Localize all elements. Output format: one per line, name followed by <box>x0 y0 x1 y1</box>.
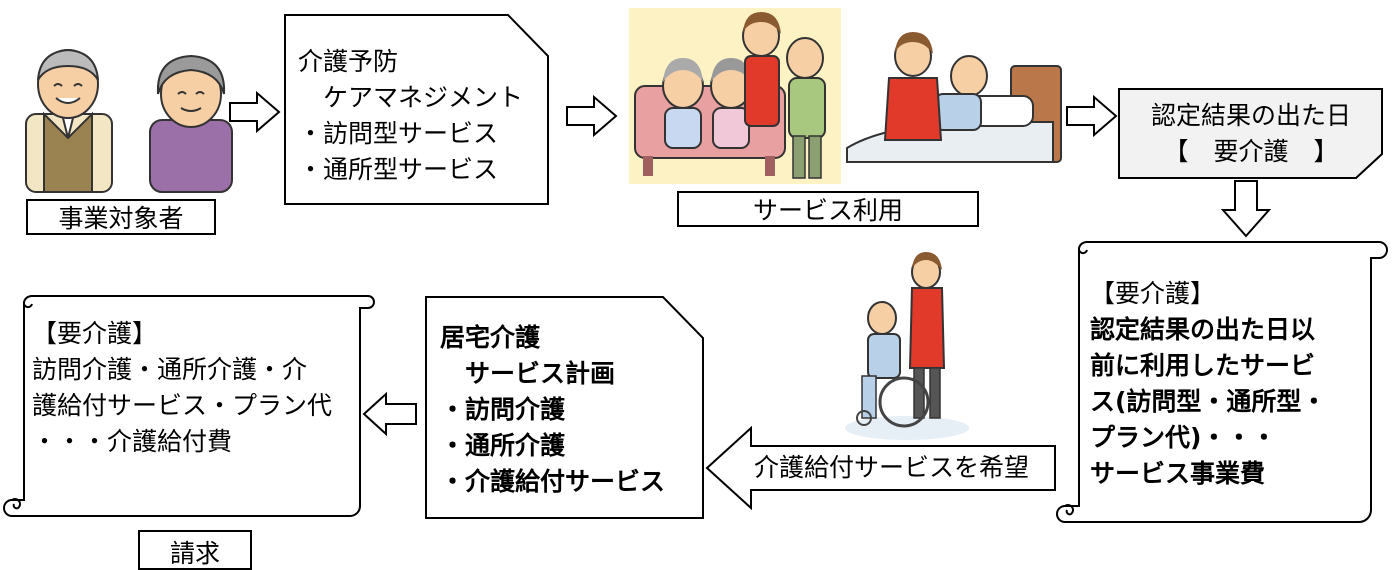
prior-services-heading: 【要介護】 <box>1090 279 1216 308</box>
wheelchair-care-illustration <box>845 252 969 440</box>
prior-services-line-1: 認定結果の出た日以 <box>1090 315 1316 344</box>
billing-label: 請求 <box>138 530 252 570</box>
request-arrow-label: 介護給付サービスを希望 <box>754 453 1030 482</box>
arrow-down <box>1220 180 1272 238</box>
care-plan-line-3: ・訪問介護 <box>440 395 566 424</box>
prior-services-line-5: サービス事業費 <box>1090 459 1266 488</box>
certification-box-shape <box>1118 88 1383 179</box>
prior-services-line-2: 前に利用したサービ <box>1090 351 1316 380</box>
group-care-illustration <box>629 8 841 184</box>
prevention-line-2: ケアマネジメント <box>298 83 524 112</box>
elderly-couple-illustration <box>25 48 233 193</box>
prevention-box-shape <box>284 14 549 205</box>
prevention-line-4: ・通所型サービス <box>298 155 499 184</box>
benefit-line-1: 訪問介護・通所介護・介 <box>32 355 308 384</box>
prevention-box-text: 介護予防 ケアマネジメント ・訪問型サービス ・通所型サービス <box>298 44 523 188</box>
arrow-right-3 <box>1066 94 1118 138</box>
bedside-care-illustration <box>846 32 1062 163</box>
service-use-label: サービス利用 <box>677 191 979 227</box>
benefit-scroll-shape <box>3 295 375 517</box>
certification-box-text: 認定結果の出た日 【 要介護 】 <box>1118 98 1384 170</box>
benefit-scroll-text: 【要介護】 訪問介護・通所介護・介 護給付サービス・プラン代 ・・・介護給付費 <box>32 316 332 460</box>
care-plan-line-4: ・通所介護 <box>440 431 566 460</box>
elderly-woman-figure <box>149 54 233 193</box>
certification-line-1: 認定結果の出た日 <box>1150 101 1351 130</box>
certification-line-2: 【 要介護 】 <box>1163 137 1339 166</box>
benefit-heading: 【要介護】 <box>32 319 158 348</box>
prior-services-line-4: プラン代)・・・ <box>1090 423 1277 452</box>
benefit-line-2: 護給付サービス・プラン代 <box>32 391 333 420</box>
care-plan-line-1: 居宅介護 <box>440 323 541 352</box>
benefit-line-3: ・・・介護給付費 <box>32 427 233 456</box>
target-person-label-text: 事業対象者 <box>58 204 184 233</box>
care-plan-box-shape <box>425 296 704 519</box>
prior-services-scroll-text: 【要介護】 認定結果の出た日以 前に利用したサービ ス(訪問型・通所型・ プラン… <box>1090 276 1326 492</box>
arrow-right-2 <box>566 94 618 138</box>
prior-services-line-3: ス(訪問型・通所型・ <box>1090 387 1327 416</box>
target-person-label: 事業対象者 <box>26 199 216 235</box>
billing-label-text: 請求 <box>169 539 220 568</box>
prevention-line-1: 介護予防 <box>298 47 399 76</box>
elderly-man-figure <box>25 48 113 193</box>
prevention-line-3: ・訪問型サービス <box>298 119 499 148</box>
care-plan-line-2: サービス計画 <box>440 359 616 388</box>
care-plan-line-5: ・介護給付サービス <box>440 467 666 496</box>
prior-services-scroll-shape <box>1056 241 1388 523</box>
care-plan-box-text: 居宅介護 サービス計画 ・訪問介護 ・通所介護 ・介護給付サービス <box>440 320 665 500</box>
arrow-right-1 <box>229 90 281 134</box>
request-arrow-shape <box>705 425 1056 511</box>
arrow-left-small <box>362 391 417 437</box>
service-use-label-text: サービス利用 <box>752 196 903 225</box>
